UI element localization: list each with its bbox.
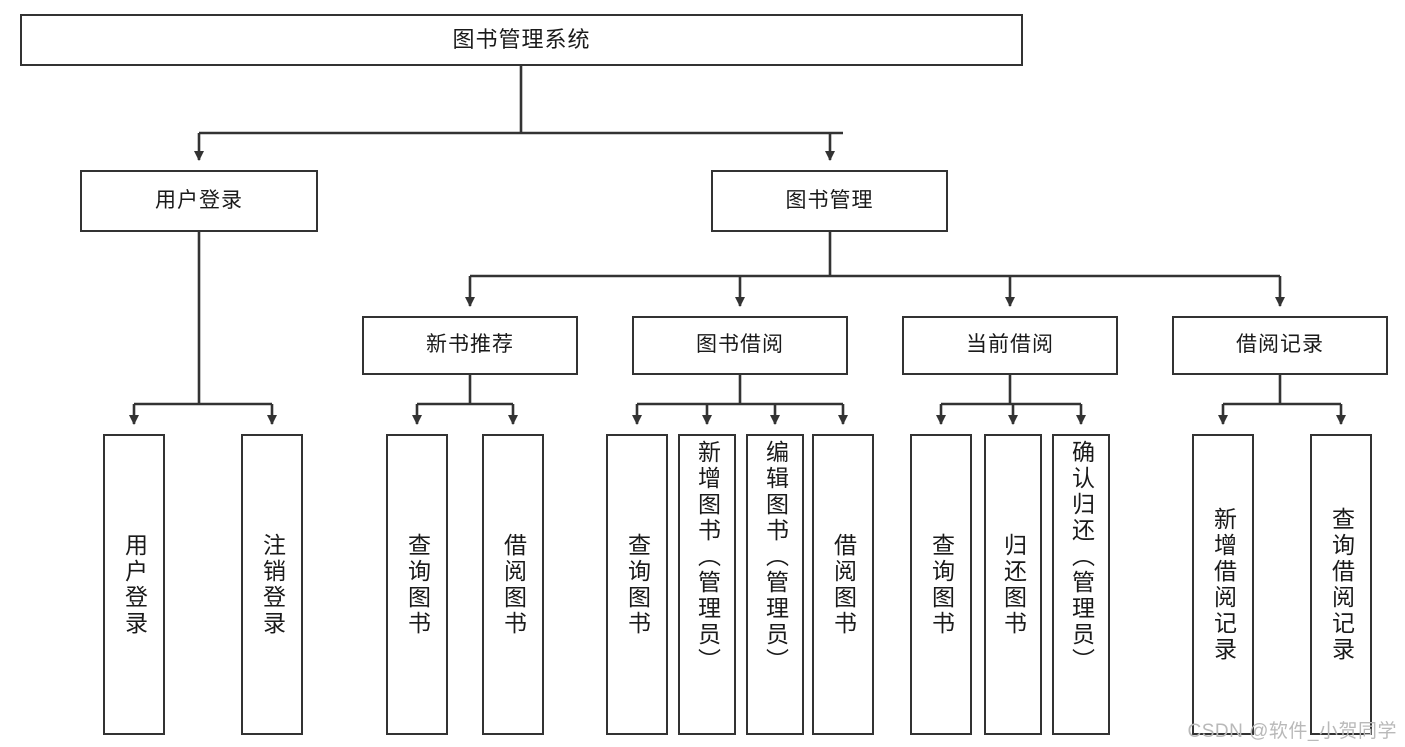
node-leaf-user-login[interactable]: 用户登录 [103, 434, 165, 735]
node-leaf-confirm-return[interactable]: 确认归还（管理员） [1052, 434, 1110, 735]
node-new-book-rec[interactable]: 新书推荐 [362, 316, 578, 375]
node-leaf-user-login-label: 用户登录 [121, 532, 148, 637]
node-root[interactable]: 图书管理系统 [20, 14, 1023, 66]
node-leaf-query-book-1[interactable]: 查询图书 [386, 434, 448, 735]
node-leaf-logout[interactable]: 注销登录 [241, 434, 303, 735]
node-current-borrow[interactable]: 当前借阅 [902, 316, 1118, 375]
node-leaf-query-book-3-label: 查询图书 [928, 532, 955, 637]
node-leaf-query-record-label: 查询借阅记录 [1328, 506, 1355, 663]
node-leaf-add-book[interactable]: 新增图书（管理员） [678, 434, 736, 735]
node-leaf-borrow-book-1[interactable]: 借阅图书 [482, 434, 544, 735]
node-leaf-borrow-book-2[interactable]: 借阅图书 [812, 434, 874, 735]
node-leaf-confirm-return-label: 确认归还（管理员） [1068, 440, 1095, 674]
node-current-borrow-label: 当前借阅 [966, 333, 1054, 357]
node-leaf-borrow-book-1-label: 借阅图书 [500, 532, 527, 637]
node-leaf-logout-label: 注销登录 [259, 532, 286, 637]
node-book-borrow[interactable]: 图书借阅 [632, 316, 848, 375]
node-root-label: 图书管理系统 [452, 27, 591, 53]
node-leaf-return-book-label: 归还图书 [1000, 532, 1027, 637]
node-borrow-record[interactable]: 借阅记录 [1172, 316, 1388, 375]
node-leaf-return-book[interactable]: 归还图书 [984, 434, 1042, 735]
node-leaf-add-record[interactable]: 新增借阅记录 [1192, 434, 1254, 735]
node-borrow-record-label: 借阅记录 [1236, 333, 1324, 357]
node-book-manage-label: 图书管理 [785, 188, 874, 212]
node-leaf-query-book-3[interactable]: 查询图书 [910, 434, 972, 735]
watermark-text: CSDN @软件_小贺同学 [1187, 721, 1397, 742]
node-leaf-add-record-label: 新增借阅记录 [1210, 506, 1237, 663]
node-leaf-query-book-2-label: 查询图书 [624, 532, 651, 637]
node-user-login-label: 用户登录 [155, 188, 243, 212]
node-leaf-edit-book-label: 编辑图书（管理员） [762, 440, 789, 674]
node-new-book-rec-label: 新书推荐 [426, 333, 514, 357]
node-leaf-query-book-1-label: 查询图书 [404, 532, 431, 637]
node-book-borrow-label: 图书借阅 [696, 333, 784, 357]
node-user-login[interactable]: 用户登录 [80, 170, 318, 232]
node-leaf-query-book-2[interactable]: 查询图书 [606, 434, 668, 735]
node-leaf-borrow-book-2-label: 借阅图书 [830, 532, 857, 637]
node-leaf-edit-book[interactable]: 编辑图书（管理员） [746, 434, 804, 735]
node-leaf-query-record[interactable]: 查询借阅记录 [1310, 434, 1372, 735]
node-book-manage[interactable]: 图书管理 [711, 170, 948, 232]
node-leaf-add-book-label: 新增图书（管理员） [694, 440, 721, 674]
